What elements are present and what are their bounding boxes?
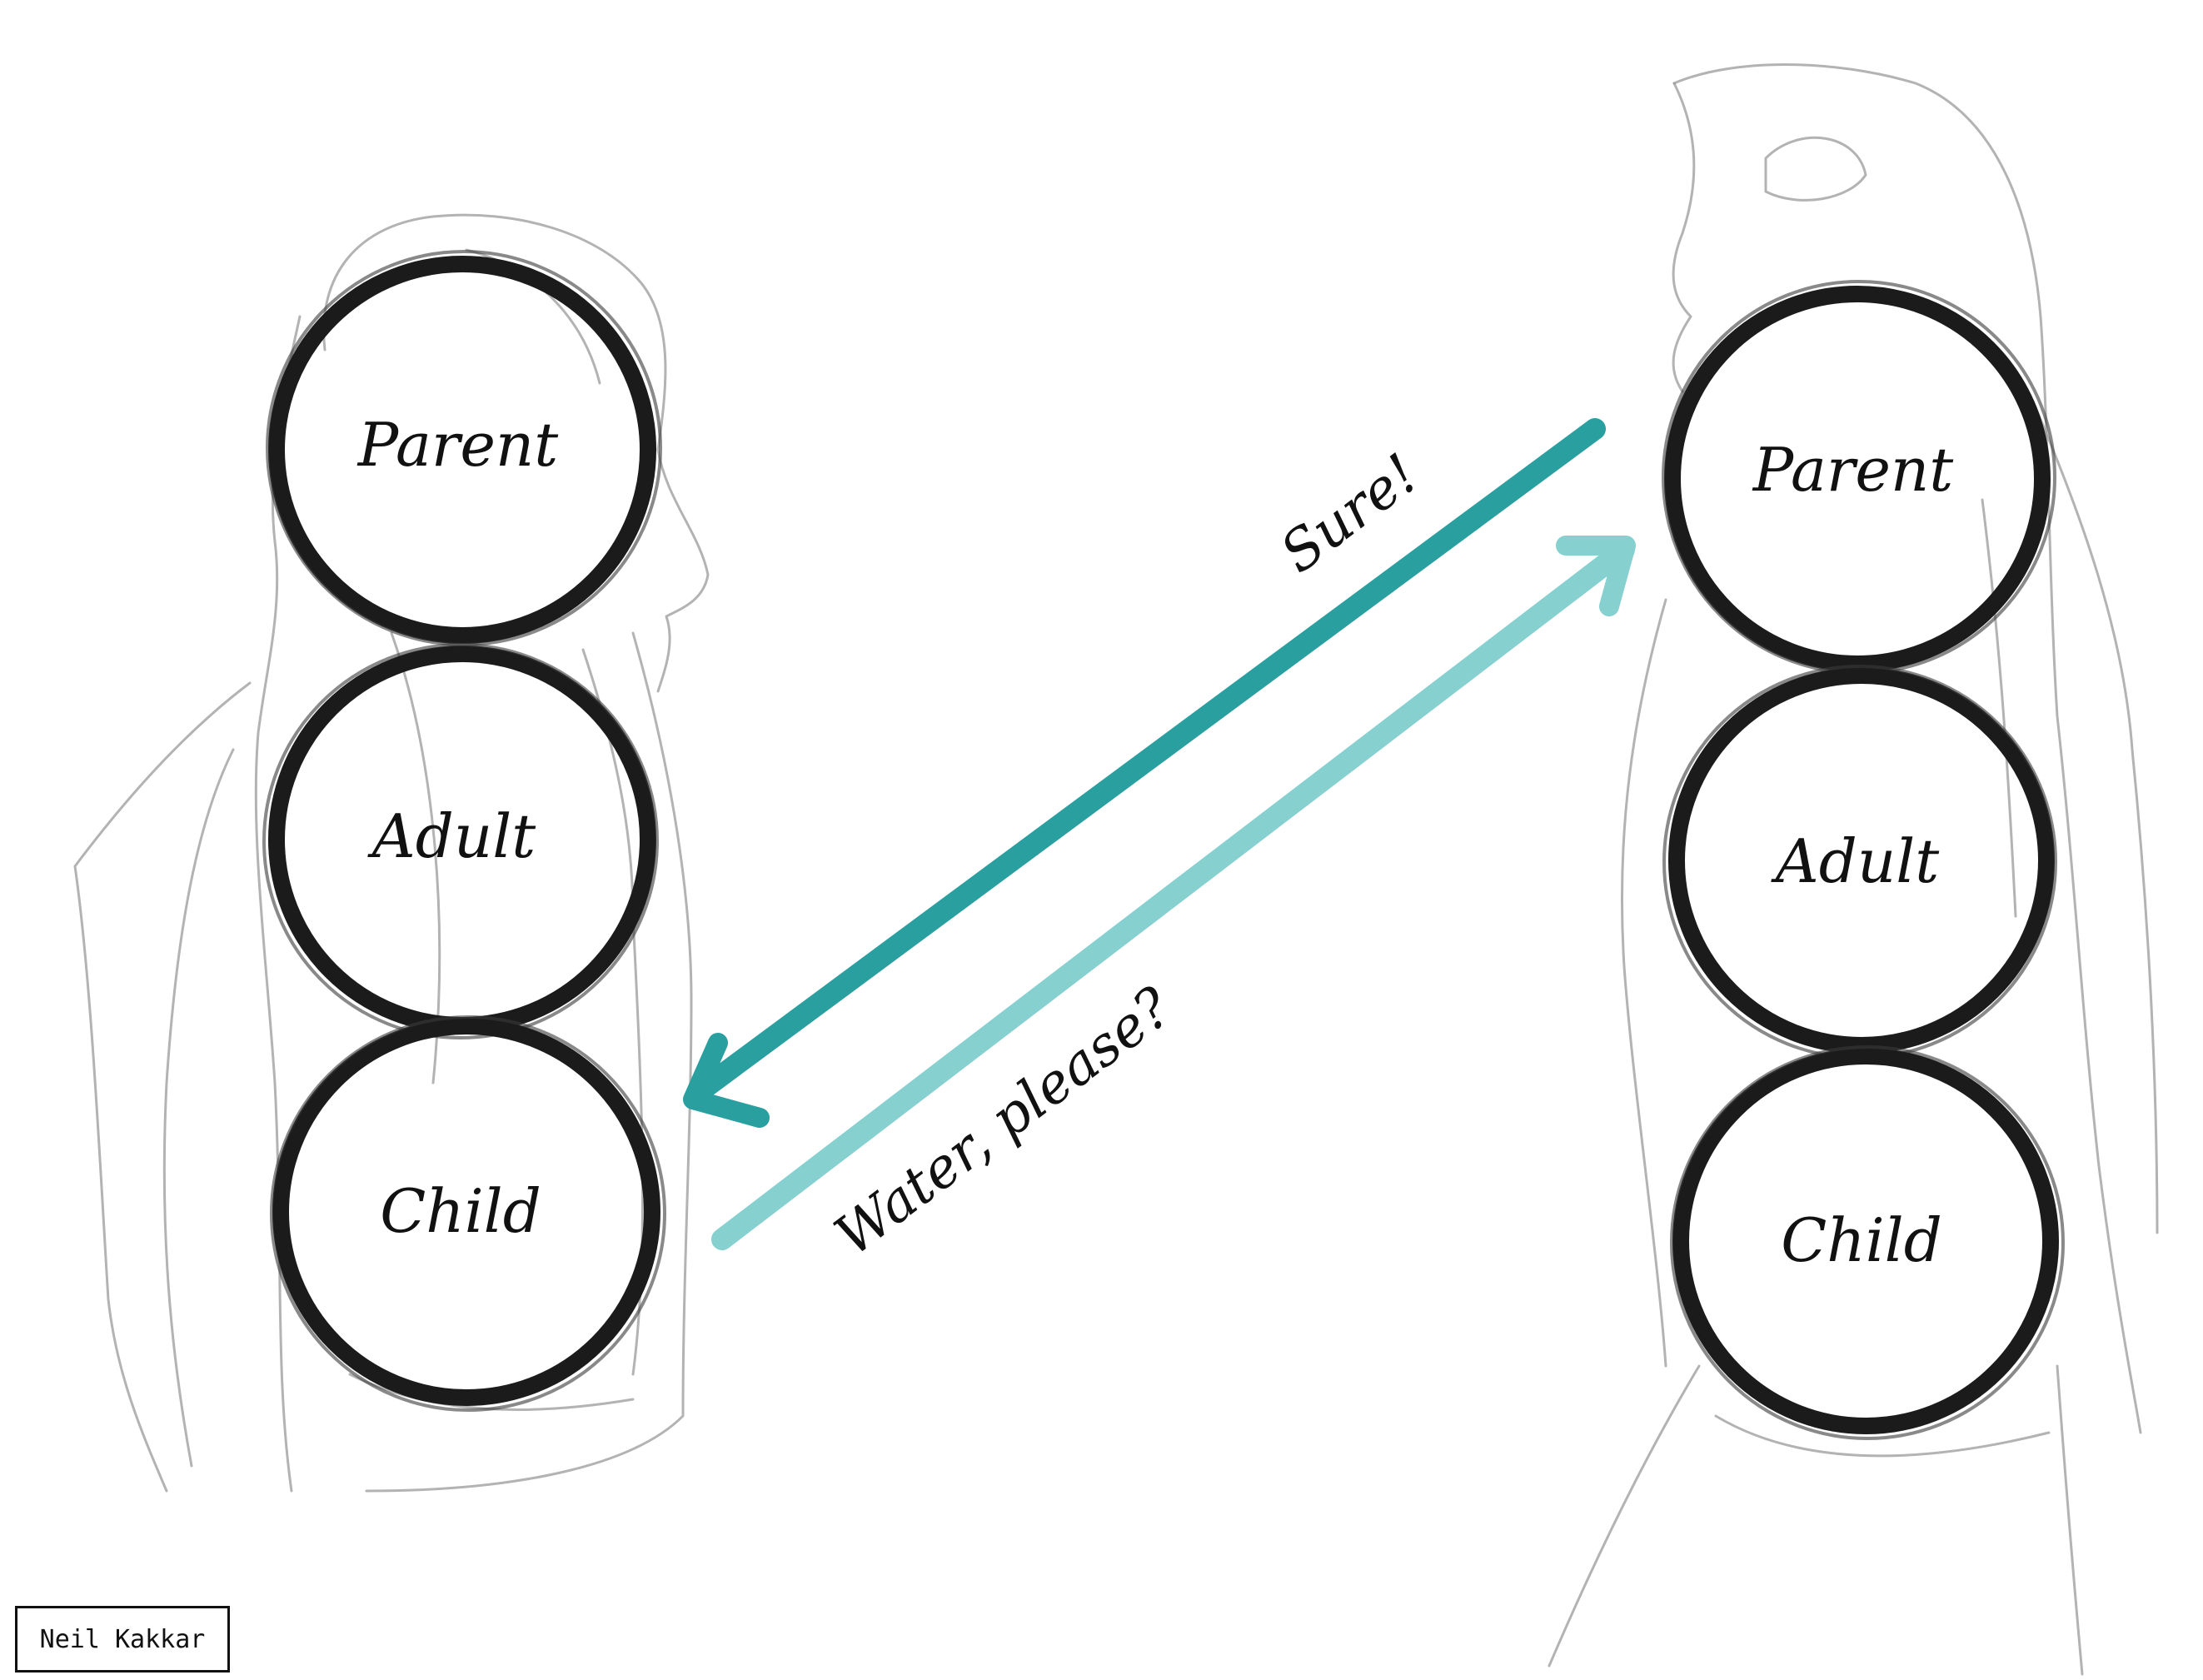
sure-arrow (683, 418, 1606, 1128)
right-parent-circle: Parent (1662, 280, 2056, 675)
left-parent-label: Parent (356, 410, 560, 480)
left-adult-circle: Adult (262, 643, 659, 1039)
credit-badge: Neil Kakkar (15, 1606, 230, 1673)
right-adult-label: Adult (1771, 826, 1940, 896)
right-person-sketch (1548, 63, 2159, 1676)
right-child-label: Child (1781, 1205, 1942, 1275)
left-child-circle: Child (270, 1015, 666, 1412)
right-parent-label: Parent (1752, 435, 1955, 505)
left-person-states: Parent Adult Child (262, 250, 666, 1412)
right-child-circle: Child (1670, 1045, 2065, 1440)
right-adult-circle: Adult (1662, 665, 2057, 1059)
left-child-label: Child (380, 1176, 541, 1246)
credit-text: Neil Kakkar (39, 1624, 206, 1654)
water-please-arrow (711, 536, 1636, 1250)
left-parent-circle: Parent (266, 250, 662, 646)
left-adult-label: Adult (367, 801, 536, 871)
right-person-states: Parent Adult Child (1662, 280, 2065, 1440)
